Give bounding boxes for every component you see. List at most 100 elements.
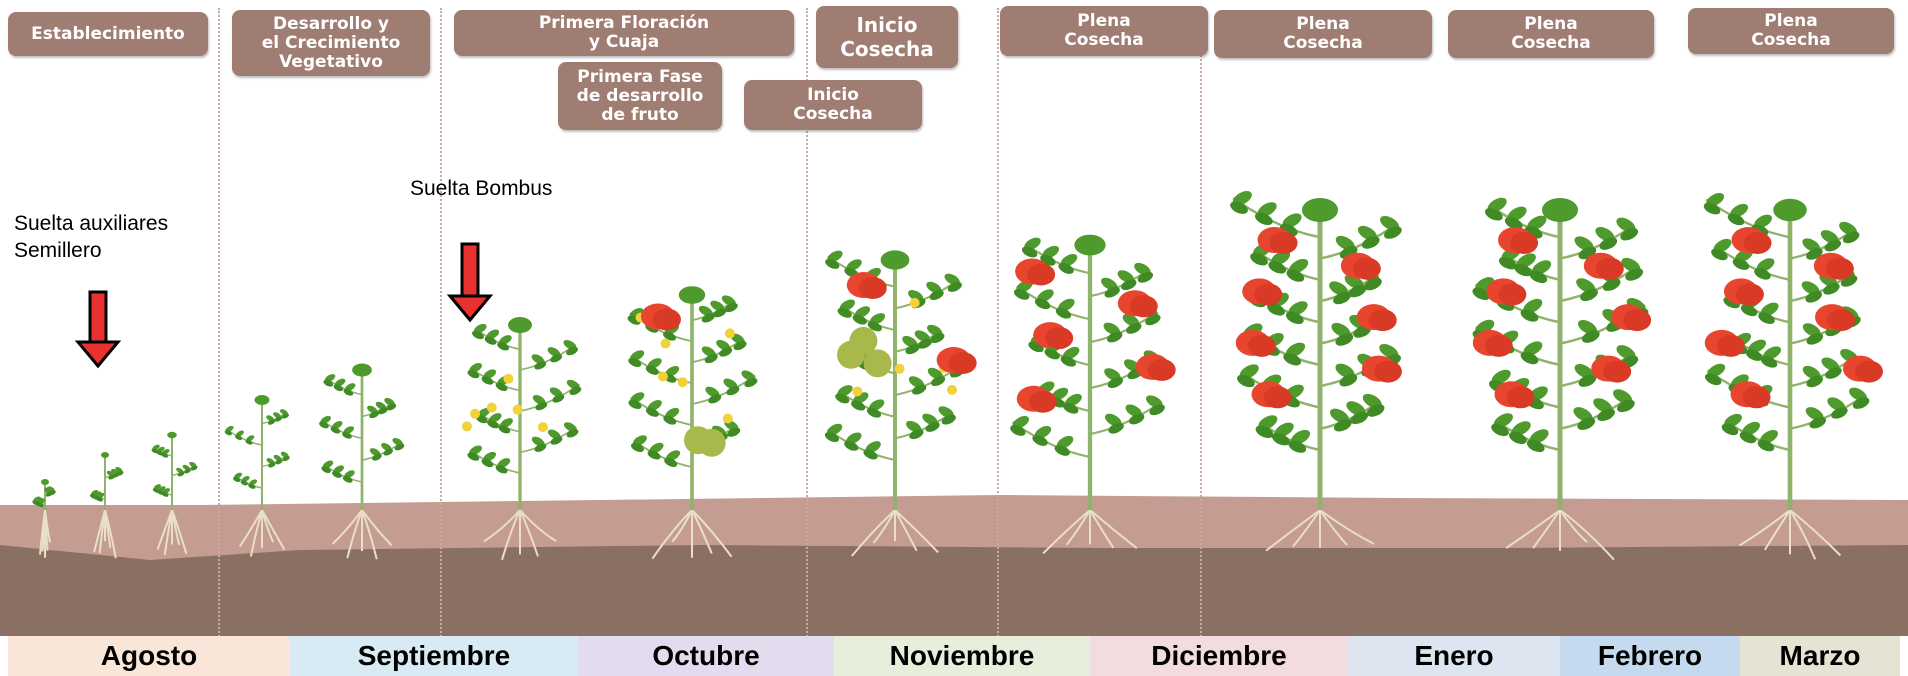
root <box>483 509 521 543</box>
leaf <box>484 336 497 345</box>
leaf <box>1581 330 1600 343</box>
leaf <box>1577 417 1596 430</box>
stage-label-establecimiento: Establecimiento <box>8 12 208 56</box>
leaf <box>330 426 341 434</box>
leaf <box>550 436 563 445</box>
branch <box>519 383 581 412</box>
arrow-head <box>74 340 122 369</box>
leaf <box>566 429 579 438</box>
leaf <box>254 395 270 405</box>
root <box>331 509 363 545</box>
tomato-plant <box>1010 234 1176 555</box>
leaf <box>274 416 283 422</box>
root <box>1065 509 1091 546</box>
leaf <box>851 400 866 411</box>
leaf <box>1805 291 1822 303</box>
root <box>1089 509 1138 549</box>
leaf <box>1302 198 1338 222</box>
leaf <box>835 393 850 404</box>
leaf <box>1732 258 1750 270</box>
flower <box>724 328 735 339</box>
root <box>1789 509 1842 557</box>
leaf <box>1740 304 1758 317</box>
stage-divider <box>440 8 442 640</box>
green-tomato <box>684 426 713 455</box>
month-diciembre: Diciembre <box>1090 636 1348 676</box>
leaf <box>467 452 480 461</box>
leaf <box>912 384 927 395</box>
tomato-plant <box>319 363 405 560</box>
leaf <box>1472 287 1491 301</box>
leaf <box>1620 228 1639 241</box>
leaf <box>281 413 289 419</box>
leaf <box>1074 234 1106 256</box>
leaf <box>333 384 344 392</box>
tomato <box>1269 232 1298 254</box>
leaf <box>1599 237 1618 250</box>
leaf <box>1107 377 1124 389</box>
leaf <box>372 453 382 461</box>
leaf <box>394 443 405 451</box>
leaf <box>824 432 840 443</box>
leaf <box>245 439 253 445</box>
leaf <box>151 448 159 454</box>
tomato-plant <box>461 317 582 561</box>
leaf <box>1230 201 1248 214</box>
leaf <box>701 313 715 323</box>
root <box>1292 509 1321 548</box>
leaf <box>1739 431 1757 444</box>
tomato <box>1373 360 1402 383</box>
stage-label-fase-fruto: Primera Fase de desarrollo de fruto <box>558 62 722 130</box>
leaf <box>1283 353 1302 366</box>
root <box>501 509 521 561</box>
root <box>1265 509 1321 552</box>
leaf <box>1054 445 1070 456</box>
tomato <box>1484 334 1513 357</box>
root <box>44 509 52 543</box>
flower <box>537 422 548 433</box>
branch <box>826 428 896 461</box>
leaf <box>1288 440 1307 453</box>
flower <box>469 408 480 419</box>
leaf <box>929 290 944 301</box>
leaf <box>190 465 198 471</box>
leaf <box>1758 312 1775 324</box>
leaf <box>1520 351 1539 365</box>
leaf <box>1032 435 1048 446</box>
root <box>346 509 363 559</box>
leaf <box>1335 333 1354 346</box>
tomato <box>1352 257 1381 280</box>
leaf <box>1578 374 1597 387</box>
leaf <box>1806 375 1824 388</box>
leaf <box>1104 286 1120 298</box>
leaf <box>101 452 109 458</box>
leaf <box>177 471 185 477</box>
root <box>691 509 713 554</box>
leaf <box>267 419 276 425</box>
tomato <box>1735 283 1764 306</box>
leaf <box>1580 288 1598 302</box>
leaf <box>481 458 494 468</box>
leaf <box>167 431 177 439</box>
month-septiembre: Septiembre <box>290 636 578 676</box>
tomato <box>1129 295 1158 318</box>
leaf <box>1361 236 1380 249</box>
leaf <box>1529 270 1548 284</box>
root <box>1505 509 1561 549</box>
leaf <box>1149 404 1165 416</box>
leaf <box>1745 349 1763 361</box>
leaf <box>1514 263 1532 277</box>
leaf <box>837 307 852 318</box>
leaf <box>1703 202 1721 215</box>
root <box>894 509 918 552</box>
leaf <box>1773 198 1807 222</box>
leaf <box>497 342 510 351</box>
leaf <box>1255 212 1273 226</box>
leaf <box>1034 298 1051 310</box>
leaf <box>1526 439 1545 453</box>
leaf <box>719 347 733 357</box>
leaf <box>467 370 480 379</box>
root <box>1089 509 1115 549</box>
